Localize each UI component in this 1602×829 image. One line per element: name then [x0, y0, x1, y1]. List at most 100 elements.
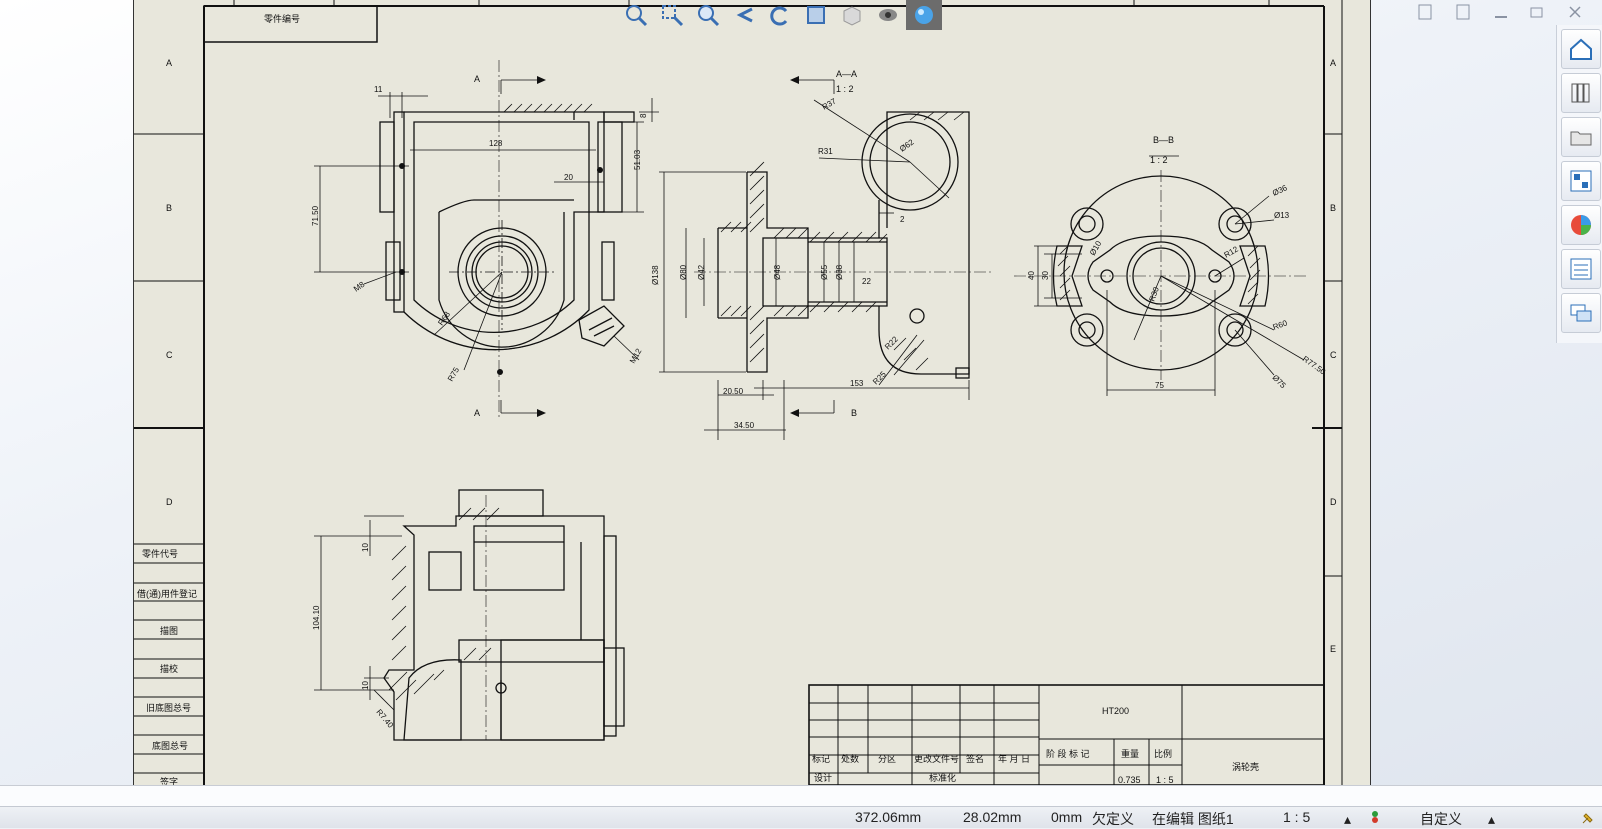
svg-text:71.50: 71.50 [311, 205, 320, 226]
svg-text:34.50: 34.50 [734, 421, 755, 430]
custom-properties-icon[interactable] [1561, 249, 1601, 289]
units-selector[interactable]: 自定义 [1420, 811, 1462, 827]
svg-text:2: 2 [900, 215, 905, 224]
svg-text:10: 10 [361, 681, 370, 690]
header-cell-mark: 标记 [812, 753, 830, 764]
svg-text:Ø55: Ø55 [820, 264, 829, 280]
minimize-icon[interactable] [1488, 2, 1514, 22]
rotate-icon[interactable] [762, 0, 798, 30]
strip-base-number: 底图总号 [152, 740, 188, 751]
section-b-marker: B [851, 408, 857, 418]
svg-text:R7.40: R7.40 [374, 708, 395, 731]
svg-text:D: D [166, 497, 173, 507]
previous-view-icon[interactable] [726, 0, 762, 30]
strip-trace-check: 描校 [160, 663, 178, 674]
svg-text:Ø48: Ø48 [773, 264, 782, 280]
strip-borrowed-part: 借(通)用件登记 [137, 588, 197, 599]
svg-text:R60: R60 [1272, 318, 1289, 332]
restore-left-icon[interactable] [1412, 2, 1438, 22]
front-view [379, 111, 635, 351]
zoom-area-icon[interactable] [654, 0, 690, 30]
svg-text:51.03: 51.03 [633, 149, 642, 170]
drawing-canvas: A B C D A B C D E [134, 0, 1343, 787]
svg-text:C: C [1330, 350, 1337, 360]
section-bb-scale: 1 : 2 [1150, 155, 1168, 165]
svg-text:R25: R25 [871, 369, 888, 386]
top-left-box-label: 零件编号 [264, 13, 300, 24]
design-library-icon[interactable] [1561, 73, 1601, 113]
svg-text:B: B [166, 203, 172, 213]
restore-right-icon[interactable] [1450, 2, 1476, 22]
rebuild-status-icon[interactable] [1370, 810, 1380, 827]
section-aa-scale: 1 : 2 [836, 84, 854, 94]
section-a-a-view [717, 111, 970, 379]
drawing-sheet[interactable]: A B C D A B C D E [133, 0, 1371, 787]
svg-text:Ø42: Ø42 [697, 264, 706, 280]
header-cell-date: 年 月 日 [998, 753, 1030, 764]
svg-text:R68: R68 [436, 310, 452, 328]
svg-text:20: 20 [564, 173, 573, 182]
zoom-to-fit-icon[interactable] [618, 0, 654, 30]
pin-icon[interactable] [1580, 810, 1596, 829]
svg-text:104.10: 104.10 [312, 605, 321, 630]
horizontal-scrollbar[interactable] [0, 785, 1602, 806]
sheet-scale-status[interactable]: 1 : 5 [1283, 809, 1311, 825]
svg-text:D: D [1330, 497, 1337, 507]
strip-trace: 描图 [160, 625, 178, 636]
svg-text:Ø10: Ø10 [1088, 239, 1104, 257]
svg-text:R30: R30 [1147, 285, 1161, 302]
scale-value: 1 : 5 [1156, 775, 1174, 785]
svg-text:8: 8 [639, 113, 648, 118]
close-icon[interactable] [1562, 2, 1588, 22]
standard-label: 标准化 [929, 772, 956, 783]
svg-text:20.50: 20.50 [723, 387, 744, 396]
title-block-text: HT200 涡轮壳 标记 处数 分区 更改文件号 签名 年 月 日 阶 段 标 … [812, 706, 1259, 785]
appearance-scene-icon[interactable] [1561, 205, 1601, 245]
cursor-y-readout: 28.02mm [963, 809, 1022, 825]
stage-label: 阶 段 标 记 [1046, 748, 1090, 759]
heads-up-view-toolbar [618, 0, 942, 30]
svg-text:A: A [166, 58, 172, 68]
svg-text:11: 11 [374, 85, 383, 94]
cursor-z-readout: 0mm [1051, 809, 1083, 825]
svg-text:Ø138: Ø138 [651, 265, 660, 285]
scale-up-arrow-icon[interactable]: ▴ [1344, 811, 1352, 827]
strip-part-code: 零件代号 [142, 548, 178, 559]
hide-show-icon[interactable] [870, 0, 906, 30]
forum-icon[interactable] [1561, 293, 1601, 333]
zoom-in-out-icon[interactable] [690, 0, 726, 30]
svg-text:M12: M12 [628, 347, 644, 365]
svg-text:R37: R37 [821, 96, 839, 111]
svg-text:30: 30 [1041, 271, 1050, 280]
home-icon[interactable] [1561, 29, 1601, 69]
maximize-icon[interactable] [1524, 2, 1550, 22]
svg-text:Ø75: Ø75 [1271, 373, 1288, 390]
design-label: 设计 [814, 772, 832, 783]
svg-text:Ø62: Ø62 [898, 137, 916, 153]
view-palette-icon[interactable] [1561, 161, 1601, 201]
svg-text:40: 40 [1027, 271, 1036, 280]
section-a-label-bottom: A [474, 408, 480, 418]
weight-label: 重量 [1121, 748, 1139, 759]
svg-text:M8: M8 [352, 280, 367, 294]
cursor-x-readout: 372.06mm [855, 809, 922, 825]
units-up-arrow-icon[interactable]: ▴ [1488, 811, 1496, 827]
header-cell-zone: 分区 [878, 754, 896, 764]
editing-sheet-status: 在编辑 图纸1 [1152, 811, 1234, 827]
svg-text:C: C [166, 350, 173, 360]
file-explorer-icon[interactable] [1561, 117, 1601, 157]
appearance-icon[interactable] [906, 0, 942, 30]
svg-text:75: 75 [1155, 381, 1164, 390]
weight-value: 0.735 [1118, 775, 1141, 785]
material-cell: HT200 [1102, 706, 1129, 716]
view-orientation-icon[interactable] [798, 0, 834, 30]
status-bar: 372.06mm 28.02mm 0mm 欠定义 在编辑 图纸1 1 : 5 ▴… [0, 806, 1602, 828]
svg-text:R31: R31 [818, 147, 833, 156]
section-bb-title: B—B [1153, 135, 1174, 145]
section-a-label-top: A [474, 74, 480, 84]
svg-text:E: E [1330, 644, 1336, 654]
svg-text:22: 22 [862, 277, 871, 286]
display-style-icon[interactable] [834, 0, 870, 30]
svg-text:10: 10 [361, 543, 370, 552]
part-name-cell: 涡轮壳 [1232, 761, 1259, 772]
